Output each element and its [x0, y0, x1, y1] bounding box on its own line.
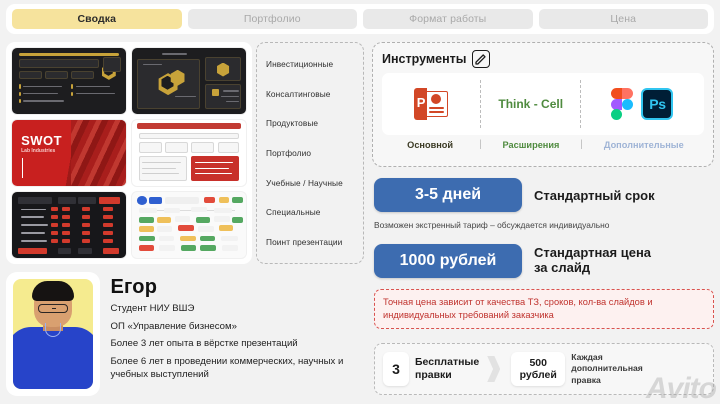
category-list: Инвестиционные Консалтинговые Продуктовы… — [256, 42, 364, 264]
free-revisions-label: Бесплатные правки — [415, 356, 479, 381]
swot-subtitle: Lab Industries — [21, 147, 56, 154]
category-item-konsaltingovye[interactable]: Консалтинговые — [266, 88, 331, 99]
swot-title: SWOT — [21, 133, 63, 149]
extra-label-line3: правка — [571, 374, 601, 385]
tool-additional[interactable]: Ps — [581, 73, 704, 135]
profile-name: Егор — [110, 276, 158, 298]
chevron-right-icon — [485, 352, 505, 386]
tab-svodka[interactable]: Сводка — [12, 9, 182, 29]
pencil-edit-icon[interactable] — [472, 50, 491, 68]
label-divider-1: | — [479, 139, 482, 150]
price-warning-box: Точная цена зависит от качества ТЗ, срок… — [374, 289, 714, 329]
free-revisions-count: 3 — [383, 352, 409, 386]
price-label-line2: за слайд — [534, 260, 591, 275]
term-note: Возможен экстренный тариф – обсуждается … — [374, 220, 610, 230]
powerpoint-icon: P — [414, 87, 449, 121]
price-badge[interactable]: 1000 рублей — [374, 244, 522, 278]
free-revisions-label-line2: правки — [415, 369, 452, 381]
tool-label-rasshireniya: Расширения — [502, 139, 560, 150]
profile-section: Егор Студент НИУ ВШЭ ОП «Управление бизн… — [6, 272, 364, 398]
term-label: Стандартный срок — [534, 187, 655, 203]
tools-divider-1 — [480, 80, 482, 128]
profile-line-3: Более 3 лет опыта в вёрстке презентаций — [110, 338, 298, 350]
thumbnail-table-slide[interactable] — [12, 192, 126, 258]
thumbnail-row-2: SWOT Lab Industries — [12, 120, 246, 186]
profile-line-1: Студент НИУ ВШЭ — [110, 303, 195, 314]
category-item-portfolio[interactable]: Портфолио — [266, 147, 312, 158]
tab-label: Цена — [610, 13, 637, 25]
profile-line-4: Более 6 лет в проведении коммерческих, н… — [110, 355, 344, 380]
tab-label: Портфолио — [243, 13, 301, 25]
thumbnail-row-3 — [12, 192, 246, 258]
extra-price-line2: рублей — [519, 369, 557, 381]
extra-revision-price: 500 рублей — [511, 352, 566, 386]
tab-label: Формат работы — [409, 13, 487, 25]
term-badge[interactable]: 3-5 дней — [374, 178, 522, 212]
profile-bio: Егор Студент НИУ ВШЭ ОП «Управление бизн… — [110, 272, 364, 398]
price-warning-text: Точная цена зависит от качества ТЗ, срок… — [383, 296, 653, 320]
tab-label: Сводка — [77, 13, 117, 25]
figma-icon — [611, 88, 634, 120]
thumbnail-map-slide[interactable] — [132, 192, 246, 258]
tab-portfolio[interactable]: Портфолио — [187, 9, 357, 29]
term-row: 3-5 дней Стандартный срок — [374, 178, 655, 212]
slide-thumbnail-grid: SWOT Lab Industries — [6, 42, 252, 264]
tools-header: Инструменты — [382, 50, 704, 68]
think-cell-logo: Think - Cell — [498, 97, 564, 111]
avatar-frame — [6, 272, 101, 396]
extra-revision-label: Каждая дополнительная правка — [571, 352, 643, 386]
category-item-investicionnye[interactable]: Инвестиционные — [266, 58, 334, 69]
tab-format-raboty[interactable]: Формат работы — [363, 9, 533, 29]
tool-label-osnovnoy: Основной — [407, 139, 454, 150]
tool-think-cell[interactable]: Think - Cell — [481, 73, 579, 135]
extra-label-line1: Каждая — [571, 352, 603, 363]
tools-title: Инструменты — [382, 52, 467, 66]
category-item-specialnye[interactable]: Специальные — [266, 207, 321, 218]
extra-price-line1: 500 — [529, 356, 547, 369]
thumbnail-swot-slide[interactable]: SWOT Lab Industries — [12, 120, 126, 186]
price-label-line1: Стандартная цена — [534, 245, 652, 261]
category-item-produktovye[interactable]: Продуктовые — [266, 118, 319, 129]
tools-divider-2 — [579, 80, 581, 128]
thumbnail-dark-gold-slide-2[interactable] — [132, 48, 246, 114]
tools-icon-row: P Think - Cell Ps — [382, 73, 704, 135]
thumbnail-dark-gold-slide-1[interactable] — [12, 48, 126, 114]
tools-label-row: Основной | Расширения | Дополнительные — [382, 139, 704, 150]
extra-label-line2: дополнительная — [571, 363, 643, 374]
price-row: 1000 рублей Стандартная цена за слайд — [374, 244, 651, 278]
tool-powerpoint[interactable]: P — [382, 73, 480, 135]
label-divider-2: | — [580, 139, 583, 150]
profile-line-2: ОП «Управление бизнесом» — [110, 320, 237, 332]
thumbnail-row-1 — [12, 48, 246, 114]
thumbnail-process-slide[interactable] — [132, 120, 246, 186]
price-label: Стандартная цена за слайд — [534, 245, 652, 276]
tools-panel: Инструменты P Think - Cell — [372, 42, 714, 167]
revisions-panel: 3 Бесплатные правки 500 рублей Каждая до… — [374, 343, 714, 395]
avatar — [13, 279, 94, 389]
tool-label-dopolnitelnye: Дополнительные — [603, 139, 684, 150]
category-item-uchebnye-nauchnye[interactable]: Учебные / Научные — [266, 177, 343, 188]
category-item-point-prezentacii[interactable]: Поинт презентации — [266, 237, 343, 248]
free-revisions-label-line1: Бесплатные — [415, 356, 480, 369]
photoshop-icon: Ps — [641, 88, 674, 120]
tab-cena[interactable]: Цена — [538, 9, 708, 29]
tab-bar: Сводка Портфолио Формат работы Цена — [6, 4, 714, 34]
